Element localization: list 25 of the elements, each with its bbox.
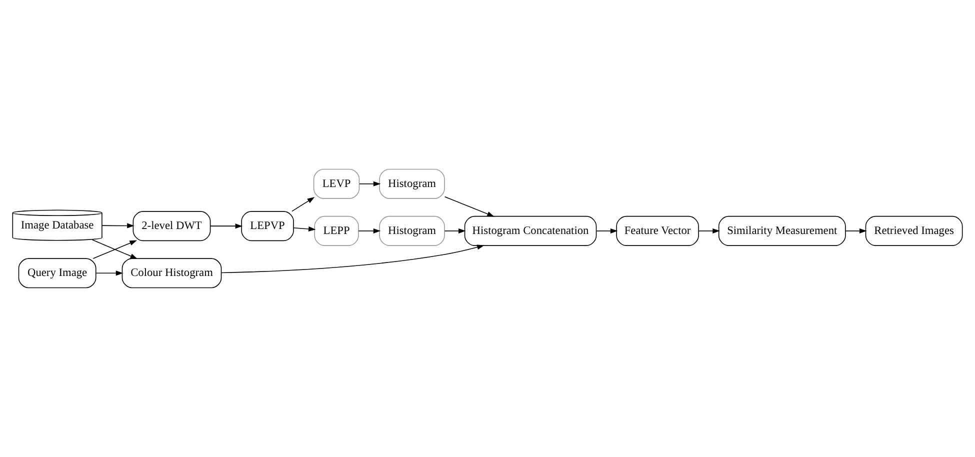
arrow [444, 228, 466, 234]
node-box: Histogram [379, 216, 445, 246]
arrow [102, 223, 134, 228]
arrow [845, 228, 867, 234]
node-box: Similarity Measurement [718, 216, 846, 246]
node-box: Query Image [18, 258, 96, 288]
arrow [698, 228, 720, 234]
node-box: Feature Vector [616, 216, 699, 246]
node-box: Histogram Concatenation [464, 216, 597, 246]
arrow [596, 228, 618, 234]
node-box: Histogram [379, 168, 445, 199]
arrow [210, 224, 243, 229]
node-box: LEPVP [241, 211, 294, 242]
arrow [293, 226, 316, 232]
arrow [292, 197, 315, 212]
node-box: Retrieved Images [865, 216, 963, 246]
arrow [359, 181, 381, 186]
arrow [358, 228, 381, 234]
arrow [444, 196, 494, 217]
node-box: Colour Histogram [122, 258, 222, 288]
node-box: LEVP [313, 168, 360, 199]
arrow [96, 270, 124, 276]
arrow [220, 244, 484, 274]
node-box: LEPP [314, 216, 359, 246]
node-box: 2-level DWT [132, 211, 211, 242]
